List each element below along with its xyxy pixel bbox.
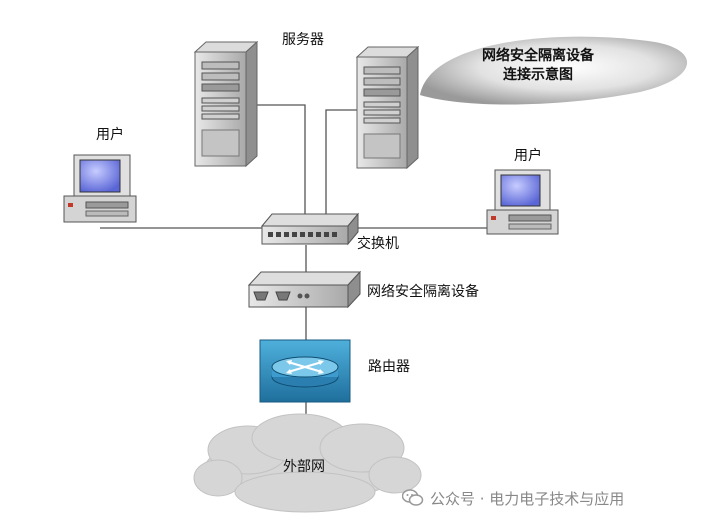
- wechat-icon: [402, 489, 424, 506]
- title-swoosh: [420, 36, 688, 105]
- server-icon-right: [355, 45, 420, 170]
- user-pc-icon-left: [63, 154, 137, 223]
- label-isolation-device: 网络安全隔离设备: [367, 284, 479, 300]
- label-user-left: 用户: [96, 127, 124, 143]
- diagram-title: 网络安全隔离设备 连接示意图: [472, 47, 604, 85]
- label-servers: 服务器: [282, 32, 324, 48]
- watermark-text: 公众号 · 电力电子技术与应用: [430, 488, 624, 509]
- router-icon: [259, 339, 351, 403]
- diagram-title-line2: 连接示意图: [503, 67, 573, 83]
- label-switch: 交换机: [357, 236, 399, 252]
- connection-lines: [100, 104, 493, 440]
- switch-icon: [260, 212, 360, 246]
- diagram-title-line1: 网络安全隔离设备: [482, 48, 594, 64]
- label-router: 路由器: [368, 359, 410, 375]
- label-user-right: 用户: [514, 148, 542, 164]
- user-pc-icon-right: [486, 169, 559, 235]
- server-icon-left: [193, 40, 259, 168]
- label-internet: 外部网: [283, 459, 325, 475]
- isolation-device-icon: [247, 270, 362, 309]
- internet-cloud-icon: [193, 413, 422, 513]
- watermark-label: 公众号 · 电力电子技术与应用: [430, 490, 625, 508]
